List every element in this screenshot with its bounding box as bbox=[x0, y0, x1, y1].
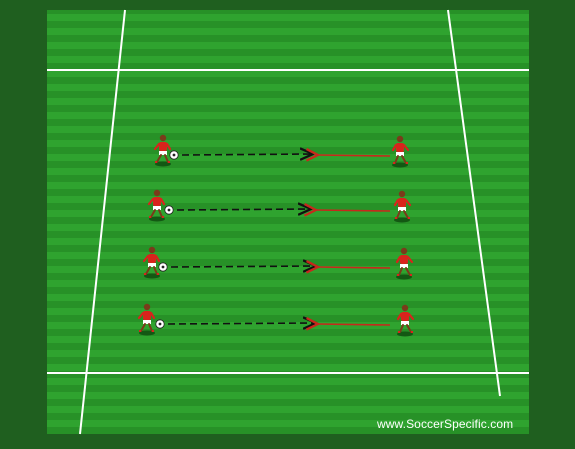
passing-pair bbox=[153, 134, 410, 168]
soccer-ball-icon bbox=[169, 150, 179, 160]
pass-arrow bbox=[176, 209, 311, 210]
passing-pair bbox=[137, 303, 415, 337]
soccer-player-icon bbox=[391, 135, 410, 168]
left-sideline bbox=[79, 9, 126, 435]
pitch-grass bbox=[47, 10, 529, 434]
pass-arrow bbox=[167, 323, 316, 324]
return-arrow bbox=[318, 267, 391, 268]
soccer-ball-icon bbox=[158, 262, 168, 272]
soccer-player-icon bbox=[395, 247, 414, 280]
passing-pair bbox=[142, 246, 414, 280]
soccer-player-with-ball-icon bbox=[147, 189, 166, 222]
soccer-ball-icon bbox=[155, 319, 165, 329]
soccer-player-icon bbox=[393, 190, 412, 223]
soccer-player-with-ball-icon bbox=[153, 134, 172, 167]
passing-pairs bbox=[137, 134, 415, 337]
return-arrow bbox=[316, 210, 391, 211]
passing-pair bbox=[147, 189, 412, 223]
watermark-text: www.SoccerSpecific.com bbox=[377, 417, 514, 431]
pass-arrow bbox=[170, 266, 316, 267]
field-lines bbox=[47, 9, 529, 435]
soccer-ball-icon bbox=[164, 205, 174, 215]
soccer-player-with-ball-icon bbox=[137, 303, 156, 336]
soccer-player-icon bbox=[396, 304, 415, 337]
return-arrow bbox=[318, 324, 391, 325]
soccer-player-with-ball-icon bbox=[142, 246, 161, 279]
right-sideline bbox=[447, 9, 501, 397]
return-arrow bbox=[318, 155, 391, 156]
